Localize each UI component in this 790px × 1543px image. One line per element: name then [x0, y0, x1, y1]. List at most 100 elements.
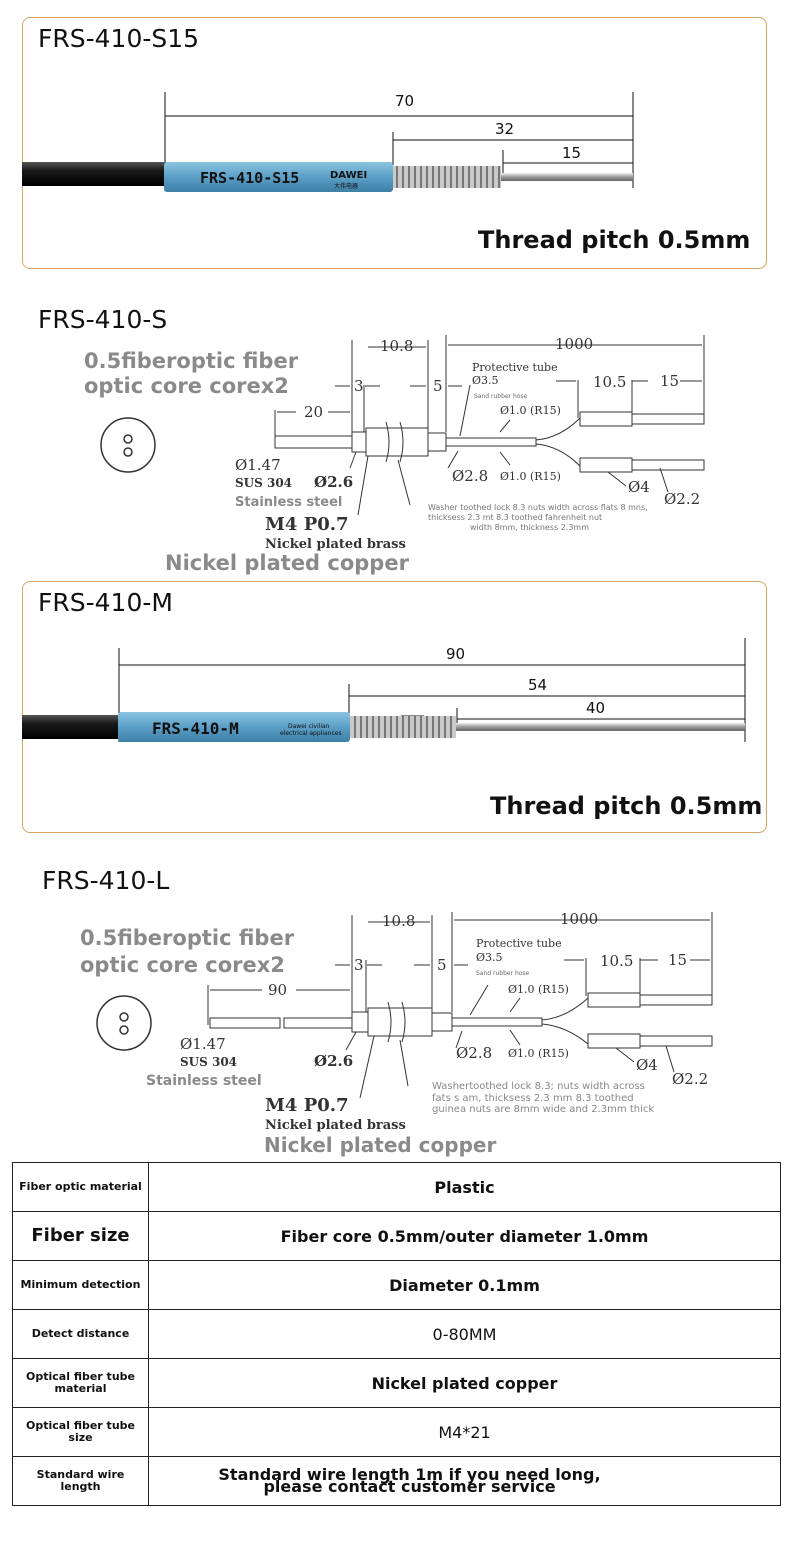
dim-3: 3 — [354, 377, 364, 395]
copper-label-l: Nickel plated copper — [264, 1133, 496, 1157]
d-22: Ø2.2 — [664, 490, 700, 508]
dim-1000-l: 1000 — [560, 910, 598, 928]
table-row: Detect distance 0-80MM — [12, 1309, 781, 1359]
panel-title-m: FRS-410-M — [38, 588, 173, 617]
stainless-label: Stainless steel — [235, 495, 342, 510]
spec-value: Nickel plated copper — [148, 1358, 781, 1408]
threaded-section — [393, 166, 501, 188]
spec-key: Minimum detection — [12, 1260, 149, 1310]
spec-value: Plastic — [148, 1162, 781, 1212]
dim-90-l: 90 — [268, 981, 287, 999]
dim-15: 15 — [562, 144, 581, 162]
washer-line-2: thicksess 2.3 mt 8.3 toothed fahrenheit … — [428, 513, 602, 522]
dim-3-l: 3 — [354, 956, 364, 974]
d-26-l: Ø2.6 — [314, 1052, 353, 1070]
probe-tip — [501, 173, 633, 181]
spec-value: M4*21 — [148, 1407, 781, 1457]
spec-table: Fiber optic material Plastic Fiber size … — [12, 1162, 781, 1506]
tube-diameter: Ø3.5 — [472, 374, 499, 387]
brass-label-l: Nickel plated brass — [265, 1118, 406, 1133]
fiber-core-drawing: 0.5fiberoptic fiber optic core corex2 — [84, 349, 299, 473]
dim-5-l: 5 — [437, 956, 447, 974]
sensor-panel-s15 — [22, 17, 767, 269]
dim-1000: 1000 — [555, 335, 593, 353]
dim-70: 70 — [395, 92, 414, 110]
core-label-1-l: 0.5fiberoptic fiber — [80, 926, 295, 950]
brand-line-1: Dawei civilian — [288, 723, 330, 730]
fiber-core-drawing-l: 0.5fiberoptic fiber optic core corex2 — [80, 926, 295, 1051]
fiber-diameter-1-l: Ø1.0 (R15) — [508, 983, 569, 996]
dimension-lines — [164, 92, 634, 188]
washer-line-1: Washer toothed lock 8.3 nuts width acros… — [428, 503, 648, 512]
sand-hose-label-l: Sand rubber hose — [476, 970, 530, 977]
frs-410-l-drawing: 0.5fiberoptic fiber optic core corex2 — [80, 910, 713, 1157]
sensor-panel-m — [22, 581, 767, 833]
sleeve-label: FRS-410-S15 — [200, 169, 299, 187]
washer-line-2-l: fats s am, thicksess 2.3 mm 8.3 toothed — [432, 1093, 634, 1104]
d-28: Ø2.8 — [452, 467, 488, 485]
sand-hose-label: Sand rubber hose — [474, 393, 528, 400]
dim-15-l: 15 — [668, 951, 687, 969]
spec-key: Standard wire length — [12, 1456, 149, 1506]
threaded-section-m — [350, 716, 456, 738]
washer-line-1-l: Washertoothed lock 8.3; nuts width acros… — [432, 1081, 645, 1092]
table-row: Standard wire length Standard wire lengt… — [12, 1456, 781, 1506]
washer-line-3: width 8mm, thickness 2.3mm — [470, 523, 589, 532]
dim-15: 15 — [660, 372, 679, 390]
washer-line-3-l: guinea nuts are 8mm wide and 2.3mm thick — [432, 1104, 654, 1115]
fiber-diameter-2: Ø1.0 (R15) — [500, 470, 561, 483]
tube-diameter-l: Ø3.5 — [476, 951, 503, 964]
dim-10-8-l: 10.8 — [382, 912, 415, 930]
dim-10-8: 10.8 — [380, 337, 413, 355]
thread-pitch-label: Thread pitch 0.5mm — [478, 226, 751, 254]
d-28-l: Ø2.8 — [456, 1044, 492, 1062]
d-147: Ø1.47 — [235, 456, 281, 474]
thread-spec-l: M4 P0.7 — [265, 1095, 349, 1116]
spec-key: Detect distance — [12, 1309, 149, 1359]
black-cable — [22, 162, 167, 186]
core-label-1: 0.5fiberoptic fiber — [84, 349, 299, 373]
spec-key: Optical fiber tube material — [12, 1358, 149, 1408]
dim-54: 54 — [528, 676, 547, 694]
dim-90: 90 — [446, 645, 465, 663]
table-row: Fiber size Fiber core 0.5mm/outer diamet… — [12, 1211, 781, 1261]
m-drawing: 90 54 40 4 FRS-410-M Dawei civilian elec… — [22, 638, 746, 742]
d-22-l: Ø2.2 — [672, 1070, 708, 1088]
sleeve-label-m: FRS-410-M — [152, 719, 239, 738]
dim-5: 5 — [433, 377, 443, 395]
blue-sleeve — [164, 162, 393, 192]
sus-304: SUS 304 — [235, 476, 292, 490]
diagram-title: FRS-410-S — [38, 305, 168, 334]
spec-key: Fiber size — [12, 1211, 149, 1261]
d-26: Ø2.6 — [314, 473, 353, 491]
stainless-label-l: Stainless steel — [146, 1073, 262, 1089]
dim-20: 20 — [304, 403, 323, 421]
blue-sleeve-m — [118, 712, 350, 742]
probe-tip-m — [456, 723, 745, 731]
spec-value: Diameter 0.1mm — [148, 1260, 781, 1310]
spec-value: 0-80MM — [148, 1309, 781, 1359]
d-4: Ø4 — [628, 478, 650, 496]
brand-sub-label: 大伟电器 — [334, 182, 358, 190]
fiber-diameter-2-l: Ø1.0 (R15) — [508, 1047, 569, 1060]
sensor-outline-l — [207, 912, 713, 1099]
table-row: Optical fiber tube material Nickel plate… — [12, 1358, 781, 1408]
spec-value: Fiber core 0.5mm/outer diameter 1.0mm — [148, 1211, 781, 1261]
sensor-outline — [274, 335, 705, 516]
spec-key: Fiber optic material — [12, 1162, 149, 1212]
spec-value: Standard wire length 1m if you need long… — [148, 1456, 781, 1506]
core-label-2-l: optic core corex2 — [80, 953, 285, 977]
fiber-diameter-1: Ø1.0 (R15) — [500, 404, 561, 417]
black-cable-m — [22, 715, 122, 739]
dim-10-5-l: 10.5 — [600, 952, 633, 970]
sus-304-l: SUS 304 — [180, 1055, 237, 1069]
dim-32: 32 — [495, 120, 514, 138]
dim-10-5: 10.5 — [593, 373, 626, 391]
thread-pitch-label-m: Thread pitch 0.5mm — [490, 792, 763, 820]
brand-label: DAWEI — [330, 170, 367, 181]
protective-tube-label: Protective tube — [472, 361, 558, 374]
s15-drawing: 70 32 15 4 FRS-410-S15 DAWEI 大伟电器 — [22, 92, 634, 192]
panel-title: FRS-410-S15 — [38, 24, 200, 53]
copper-label: Nickel plated copper — [165, 551, 410, 575]
d-147-l: Ø1.47 — [180, 1035, 226, 1053]
